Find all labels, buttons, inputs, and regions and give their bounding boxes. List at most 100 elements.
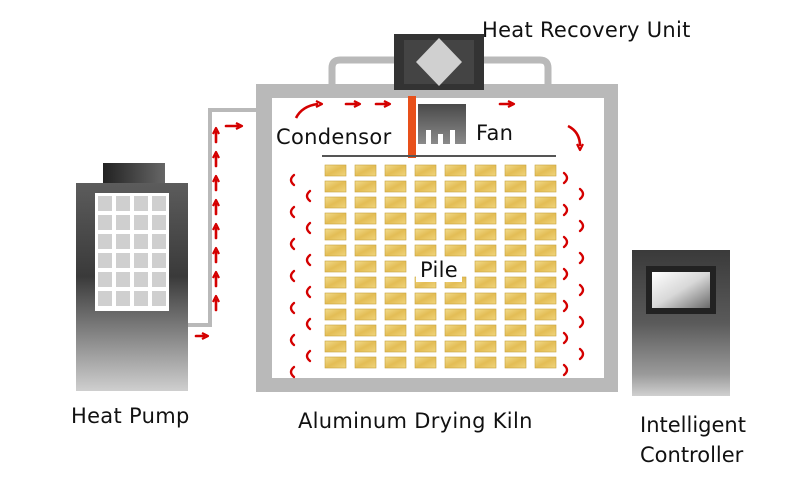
grid-cell — [152, 291, 166, 306]
pile-block — [384, 340, 407, 353]
airflow-curve — [289, 365, 296, 379]
heat-pump-label: Heat Pump — [71, 404, 190, 428]
pile-block — [534, 212, 557, 225]
pile-block — [504, 292, 527, 305]
pile-block — [354, 212, 377, 225]
controller-label-line2: Controller — [640, 443, 744, 467]
airflow-curve — [289, 269, 296, 283]
airflow-curve — [289, 237, 296, 251]
airflow-curve — [578, 251, 585, 265]
airflow-arrowhead — [201, 332, 210, 340]
pile-block — [534, 228, 557, 241]
pile-block — [354, 164, 377, 177]
pile-block — [504, 244, 527, 257]
airflow-curve — [578, 219, 585, 233]
airflow-curve — [305, 189, 312, 203]
pile-block — [354, 340, 377, 353]
grid-cell — [98, 253, 112, 268]
pile-block — [444, 244, 467, 257]
pile-block — [354, 244, 377, 257]
pile-block — [354, 308, 377, 321]
airflow-arrowhead — [353, 100, 362, 108]
grid-cell — [134, 215, 148, 230]
pile-block — [324, 212, 347, 225]
pile-block — [414, 292, 437, 305]
grid-cell — [98, 234, 112, 249]
airflow-curve — [578, 315, 585, 329]
pile-block — [384, 260, 407, 273]
airflow-curve — [578, 283, 585, 297]
grid-cell — [98, 291, 112, 306]
heat-pump — [76, 163, 188, 391]
airflow-curve — [305, 221, 312, 235]
pile-block — [504, 260, 527, 273]
airflow-arrowhead — [212, 174, 220, 183]
airflow-curve — [305, 349, 312, 363]
pile-block — [534, 260, 557, 273]
airflow-curve — [289, 301, 296, 315]
airflow-curve — [305, 317, 312, 331]
grid-cell — [116, 272, 130, 287]
pile-block — [474, 356, 497, 369]
fan-label: Fan — [476, 121, 514, 145]
airflow-arrowhead — [212, 270, 220, 279]
pile-block — [354, 276, 377, 289]
pile-block — [414, 228, 437, 241]
airflow-curve — [305, 285, 312, 299]
heat-recovery-unit — [394, 34, 484, 90]
pile-block — [474, 276, 497, 289]
pile-block — [324, 196, 347, 209]
pile-block — [504, 308, 527, 321]
grid-cell — [116, 234, 130, 249]
pile-block — [504, 196, 527, 209]
airflow-arrowhead — [212, 222, 220, 231]
pile-block — [534, 308, 557, 321]
pile-block — [534, 276, 557, 289]
airflow-arrowhead — [235, 122, 244, 130]
airflow-arrowhead — [315, 100, 324, 108]
pile-block — [474, 196, 497, 209]
pile-block — [504, 324, 527, 337]
pile-block — [534, 324, 557, 337]
controller-label-line1: Intelligent — [640, 413, 746, 437]
pile-block — [474, 308, 497, 321]
grid-cell — [134, 253, 148, 268]
airflow-arrowhead — [212, 150, 220, 159]
pile-block — [444, 180, 467, 193]
pile-block — [324, 260, 347, 273]
airflow-arrowhead — [383, 100, 392, 108]
pile-block — [354, 324, 377, 337]
pile-block — [444, 212, 467, 225]
kiln-label: Aluminum Drying Kiln — [298, 409, 533, 433]
recovery-ducts — [328, 56, 552, 96]
condensor-label: Condensor — [274, 125, 394, 149]
pile-block — [504, 164, 527, 177]
pile-block — [354, 292, 377, 305]
airflow-curve — [294, 102, 319, 119]
pile-block — [354, 228, 377, 241]
airflow-curve — [562, 363, 569, 377]
pile-block — [354, 196, 377, 209]
pile-block — [504, 228, 527, 241]
condensor-bar — [408, 96, 416, 158]
pile-block — [474, 180, 497, 193]
grid-cell — [116, 196, 130, 211]
airflow-curve — [289, 333, 296, 347]
pile-block — [534, 244, 557, 257]
grid-cell — [152, 253, 166, 268]
airflow-curve — [562, 267, 569, 281]
grid-cell — [116, 215, 130, 230]
pile-block — [534, 196, 557, 209]
pile-block — [384, 196, 407, 209]
pile-block — [354, 356, 377, 369]
grid-cell — [134, 291, 148, 306]
pile — [324, 164, 557, 369]
grid-cell — [98, 196, 112, 211]
airflow-curve — [562, 171, 569, 185]
airflow-curve — [578, 187, 585, 201]
pile-block — [384, 356, 407, 369]
grid-cell — [134, 234, 148, 249]
pile-block — [474, 164, 497, 177]
pile-block — [504, 340, 527, 353]
airflow-curve — [567, 124, 582, 147]
